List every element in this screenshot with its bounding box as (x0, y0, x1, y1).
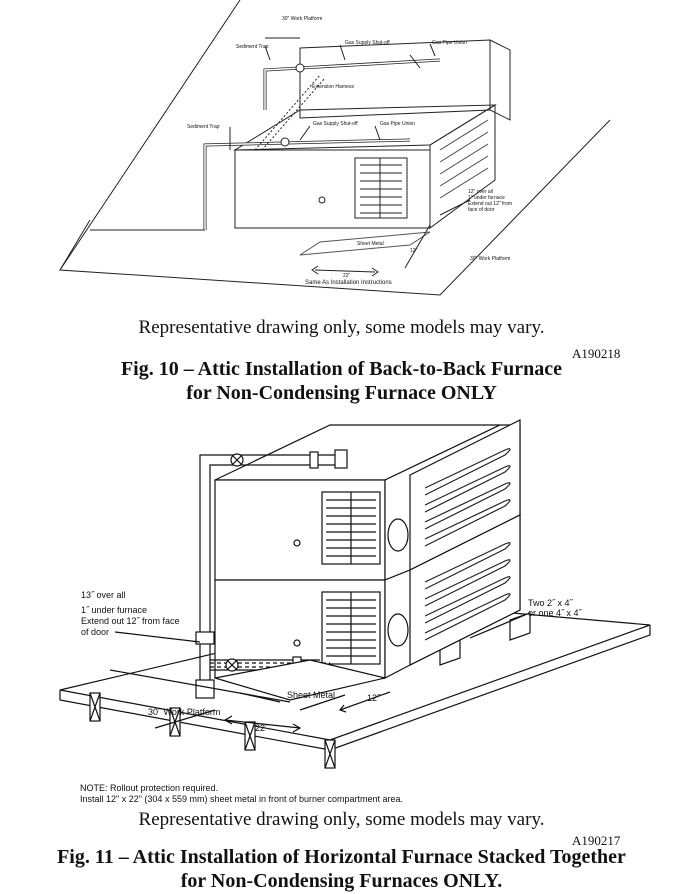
fig10-label-same-as: Same As Installation Instructions (305, 280, 392, 286)
fig10-label-dim-22: 22" (343, 273, 351, 279)
fig11-title-line2: for Non-Condensing Furnaces ONLY. (180, 870, 503, 892)
fig10-title-line2: for Non-Condensing Furnace ONLY (186, 382, 497, 404)
fig11-label-under-furnace: 1˝ under furnace (81, 605, 148, 615)
fig11-label-dim-12: 12˝ (367, 693, 381, 703)
fig11-label-two-by-four-1: Two 2˝ x 4˝ (528, 598, 573, 608)
fig11-label-work-platform: 30˝ Work Platform (148, 707, 221, 717)
figure-11-drawing (59, 419, 651, 769)
fig11-label-extend-out-1: Extend out 12˝ from face (81, 616, 180, 626)
fig11-label-two-by-four-2: or one 4˝ x 4˝ (528, 608, 582, 618)
fig11-note-line2: Install 12" x 22" (304 x 559 mm) sheet m… (80, 794, 404, 804)
fig10-label-sediment-trap-2: Sediment Trap (187, 124, 220, 130)
fig10-representative-note: Representative drawing only, some models… (138, 317, 545, 338)
fig10-label-gas-pipe-union-2: Gas Pipe Union (380, 121, 416, 127)
figure-10-drawing (59, 0, 611, 296)
fig10-label-gas-supply-shutoff-2: Gas Supply Shut-off (313, 121, 358, 127)
fig10-label-sediment-trap-1: Sediment Trap (236, 44, 269, 50)
fig11-label-over-all: 13˝ over all (81, 590, 126, 600)
fig10-label-gas-pipe-union-1: Gas Pipe Union (432, 40, 468, 46)
fig10-figure-code: A190218 (572, 346, 621, 361)
fig10-label-extension-harness: Extension Harness (312, 84, 354, 90)
fig10-label-under-furnace: 1" under furnace (468, 195, 505, 201)
fig11-title-line1: Fig. 11 – Attic Installation of Horizont… (57, 846, 626, 868)
fig11-label-sheet-metal: Sheet Metal (287, 690, 336, 700)
fig11-note-line1: NOTE: Rollout protection required. (80, 783, 219, 793)
fig10-label-work-platform-right: 30" Work Platform (470, 256, 511, 262)
fig11-representative-note: Representative drawing only, some models… (138, 809, 545, 830)
fig10-label-over-all: 12" over all (468, 189, 493, 195)
fig11-figure-code: A190217 (572, 833, 621, 848)
fig11-label-extend-out-2: of door (81, 627, 110, 637)
fig10-label-dim-12: 12" (410, 248, 418, 254)
fig10-label-work-platform-top: 30" Work Platform (282, 16, 323, 22)
fig10-title-line1: Fig. 10 – Attic Installation of Back-to-… (120, 358, 563, 380)
fig10-label-sheet-metal: Sheet Metal (357, 241, 384, 247)
fig10-label-extend-out: Extend out 12" from face of door (468, 201, 513, 213)
fig10-label-gas-supply-shutoff-1: Gas Supply Shut-off (345, 40, 390, 46)
fig11-label-dim-22: 22˝ (255, 723, 269, 733)
